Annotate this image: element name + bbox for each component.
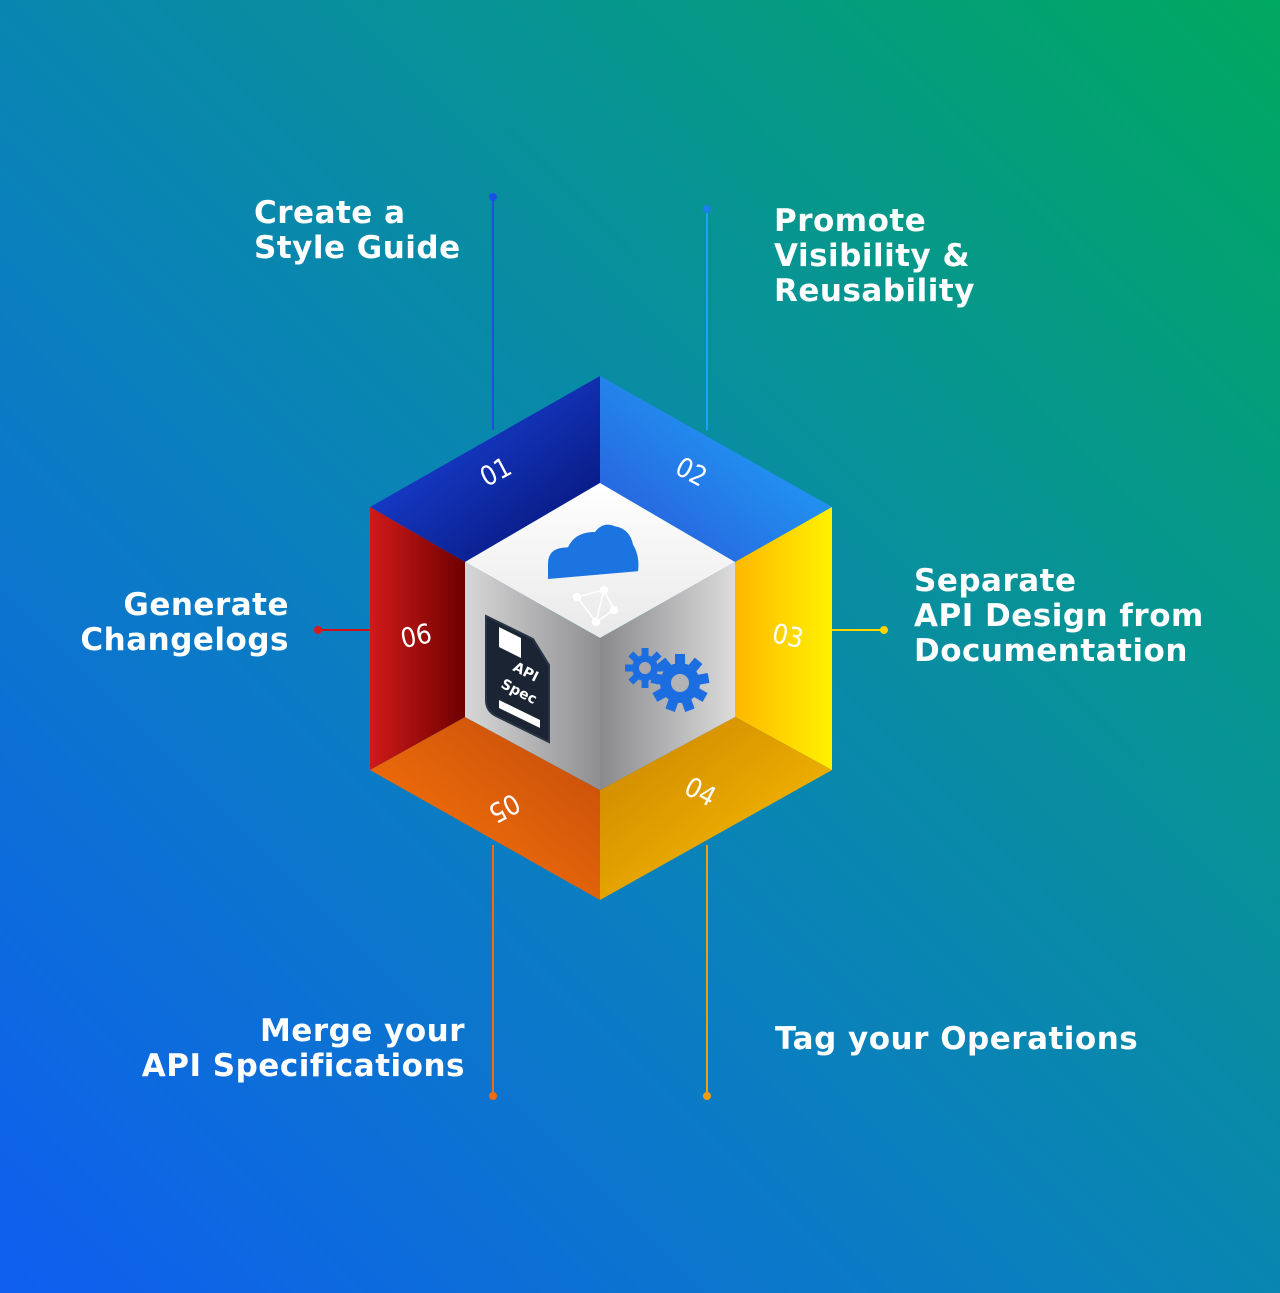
segment-number-03: 03 [769, 618, 806, 655]
step-06-label: Generate Changelogs [80, 588, 289, 658]
step-06-line-1: Generate [123, 587, 289, 623]
api-spec-document-icon: API Spec [485, 614, 550, 744]
step-05-line-2: API Specifications [141, 1048, 465, 1084]
step-02-label: Promote Visibility & Reusability [774, 204, 975, 309]
segment-number-06: 06 [398, 618, 435, 655]
step-03-line-3: Documentation [914, 633, 1188, 669]
step-01-line-2: Style Guide [254, 230, 461, 266]
step-04-label: Tag your Operations [775, 1022, 1138, 1057]
step-05-line-1: Merge your [259, 1013, 465, 1049]
segment-01 [370, 376, 600, 562]
step-04-line-1: Tag your Operations [775, 1021, 1139, 1057]
step-05-label: Merge your API Specifications [142, 1014, 465, 1084]
cloud-graph-icon [548, 524, 639, 627]
step-03-label: Separate API Design from Documentation [914, 564, 1204, 669]
segment-06 [370, 507, 465, 770]
step-03-line-1: Separate [914, 563, 1077, 599]
segment-04 [600, 717, 832, 900]
step-01-line-1: Create a [254, 195, 406, 231]
step-02-line-1: Promote [774, 203, 927, 239]
gears-icon [625, 648, 710, 712]
step-03-line-2: API Design from [914, 598, 1204, 634]
segment-05 [370, 717, 600, 900]
segment-03 [735, 507, 832, 770]
segment-02 [600, 376, 832, 562]
step-02-line-3: Reusability [774, 273, 975, 309]
step-06-line-2: Changelogs [80, 622, 289, 658]
step-01-label: Create a Style Guide [254, 196, 461, 266]
step-02-line-2: Visibility & [774, 238, 971, 274]
